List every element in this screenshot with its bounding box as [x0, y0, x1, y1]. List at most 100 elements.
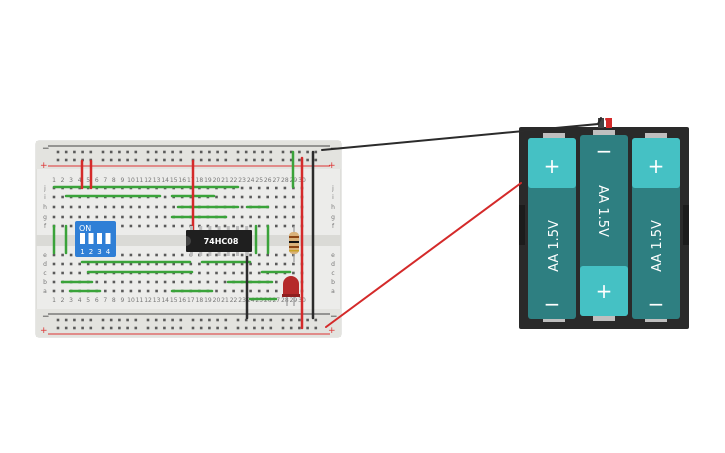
breadboard-hole[interactable]	[180, 224, 184, 228]
breadboard-hole[interactable]	[314, 318, 318, 322]
breadboard-hole[interactable]	[61, 271, 64, 275]
breadboard-hole[interactable]	[129, 262, 133, 266]
breadboard-hole[interactable]	[179, 158, 183, 162]
breadboard-hole[interactable]	[223, 289, 227, 293]
breadboard-hole[interactable]	[249, 215, 252, 219]
breadboard-hole[interactable]	[163, 195, 167, 199]
breadboard-hole[interactable]	[134, 150, 138, 154]
breadboard-hole[interactable]	[171, 150, 174, 154]
breadboard-hole[interactable]	[52, 280, 56, 284]
breadboard-hole[interactable]	[249, 186, 252, 190]
breadboard-hole[interactable]	[275, 195, 278, 199]
breadboard-hole[interactable]	[101, 158, 105, 162]
breadboard-hole[interactable]	[292, 205, 295, 209]
breadboard-hole[interactable]	[236, 326, 240, 330]
breadboard-hole[interactable]	[223, 271, 227, 275]
breadboard-hole[interactable]	[61, 262, 64, 266]
breadboard-hole[interactable]	[283, 215, 287, 219]
breadboard-hole[interactable]	[61, 205, 64, 209]
breadboard-hole[interactable]	[126, 158, 129, 162]
breadboard-hole[interactable]	[292, 271, 295, 275]
breadboard-hole[interactable]	[112, 262, 116, 266]
breadboard-hole[interactable]	[171, 158, 174, 162]
breadboard-hole[interactable]	[216, 318, 219, 322]
breadboard-hole[interactable]	[134, 158, 138, 162]
breadboard-hole[interactable]	[118, 326, 121, 330]
battery-holder[interactable]: + − AA 1.5V − + AA 1.5V + − AA 1.5V	[519, 118, 689, 329]
breadboard-hole[interactable]	[253, 158, 256, 162]
breadboard-hole[interactable]	[155, 280, 158, 284]
breadboard-hole[interactable]	[61, 215, 64, 219]
breadboard-hole[interactable]	[208, 158, 211, 162]
breadboard-hole[interactable]	[240, 271, 244, 275]
breadboard-hole[interactable]	[232, 262, 235, 266]
breadboard-hole[interactable]	[52, 253, 56, 257]
breadboard-hole[interactable]	[266, 215, 269, 219]
breadboard-hole[interactable]	[64, 158, 68, 162]
breadboard-hole[interactable]	[89, 150, 93, 154]
battery-cell-1[interactable]: + − AA 1.5V	[528, 133, 576, 322]
breadboard-hole[interactable]	[155, 253, 158, 257]
breadboard-hole[interactable]	[289, 158, 293, 162]
breadboard-hole[interactable]	[163, 262, 167, 266]
breadboard-hole[interactable]	[298, 318, 301, 322]
breadboard-hole[interactable]	[138, 205, 141, 209]
breadboard-hole[interactable]	[223, 253, 227, 257]
breadboard-hole[interactable]	[138, 224, 141, 228]
breadboard-hole[interactable]	[266, 195, 269, 199]
breadboard-hole[interactable]	[56, 318, 60, 322]
breadboard-hole[interactable]	[306, 318, 309, 322]
breadboard-hole[interactable]	[121, 280, 124, 284]
breadboard-hole[interactable]	[138, 289, 141, 293]
breadboard-hole[interactable]	[172, 205, 175, 209]
breadboard-hole[interactable]	[283, 253, 287, 257]
breadboard-hole[interactable]	[146, 215, 150, 219]
breadboard-hole[interactable]	[126, 150, 129, 154]
breadboard-hole[interactable]	[86, 262, 90, 266]
breadboard-hole[interactable]	[101, 150, 105, 154]
breadboard-hole[interactable]	[146, 158, 150, 162]
breadboard-hole[interactable]	[240, 262, 244, 266]
breadboard-hole[interactable]	[215, 289, 218, 293]
breadboard-hole[interactable]	[298, 158, 301, 162]
breadboard-hole[interactable]	[89, 318, 93, 322]
breadboard-hole[interactable]	[138, 253, 141, 257]
breadboard-hole[interactable]	[232, 253, 235, 257]
breadboard-hole[interactable]	[215, 224, 218, 228]
breadboard-hole[interactable]	[69, 253, 73, 257]
breadboard-hole[interactable]	[232, 215, 235, 219]
breadboard-hole[interactable]	[138, 262, 141, 266]
breadboard-hole[interactable]	[73, 326, 76, 330]
breadboard-hole[interactable]	[121, 205, 124, 209]
breadboard-hole[interactable]	[198, 280, 201, 284]
breadboard-hole[interactable]	[306, 326, 309, 330]
breadboard-hole[interactable]	[78, 205, 81, 209]
breadboard-hole[interactable]	[236, 150, 240, 154]
breadboard-hole[interactable]	[216, 150, 219, 154]
breadboard-hole[interactable]	[224, 326, 228, 330]
breadboard-hole[interactable]	[249, 289, 252, 293]
breadboard-hole[interactable]	[134, 326, 138, 330]
battery-cell-2[interactable]: − + AA 1.5V	[580, 130, 628, 321]
breadboard-hole[interactable]	[244, 326, 248, 330]
breadboard-hole[interactable]	[61, 289, 64, 293]
breadboard-hole[interactable]	[216, 158, 219, 162]
breadboard-hole[interactable]	[146, 150, 150, 154]
breadboard-hole[interactable]	[52, 215, 56, 219]
breadboard-hole[interactable]	[223, 280, 227, 284]
breadboard-hole[interactable]	[78, 271, 81, 275]
breadboard-hole[interactable]	[146, 280, 150, 284]
breadboard-hole[interactable]	[146, 205, 150, 209]
breadboard-hole[interactable]	[180, 253, 184, 257]
breadboard-hole[interactable]	[78, 262, 81, 266]
breadboard-hole[interactable]	[155, 262, 158, 266]
dip-lever[interactable]	[105, 233, 111, 244]
breadboard-hole[interactable]	[283, 224, 287, 228]
battery-positive-lead[interactable]	[605, 118, 611, 127]
breadboard-hole[interactable]	[126, 326, 129, 330]
breadboard-hole[interactable]	[275, 289, 278, 293]
breadboard-hole[interactable]	[95, 280, 99, 284]
breadboard-hole[interactable]	[240, 224, 244, 228]
